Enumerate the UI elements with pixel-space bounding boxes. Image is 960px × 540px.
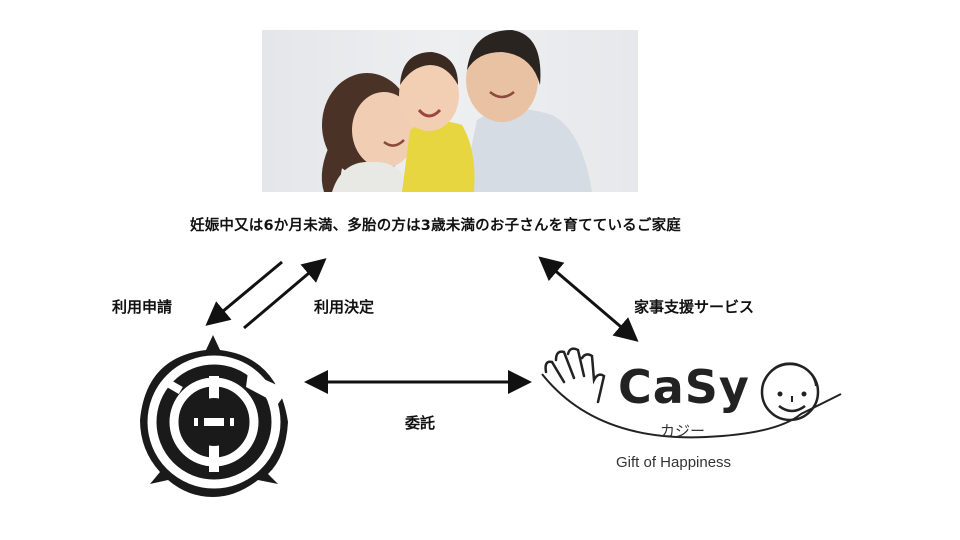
decide-arrow bbox=[243, 258, 327, 330]
family-photo bbox=[262, 30, 638, 192]
casy-kana: カジー bbox=[660, 422, 706, 440]
target-household-caption: 妊娠中又は6か月未満、多胎の方は3歳未満のお子さんを育てているご家庭 bbox=[190, 218, 681, 234]
consign-label: 委託 bbox=[405, 414, 436, 432]
city-emblem-icon bbox=[140, 335, 288, 497]
casy-tagline: Gift of Happiness bbox=[616, 454, 732, 471]
apply-label: 利用申請 bbox=[112, 298, 173, 316]
apply-arrow bbox=[205, 260, 283, 326]
casy-logo: CaSy カジー Gift of Happiness bbox=[536, 342, 856, 482]
service-arrow bbox=[538, 256, 639, 342]
family-photo-illustration bbox=[321, 30, 592, 192]
decide-label: 利用決定 bbox=[314, 298, 375, 316]
casy-logo-drawing bbox=[541, 347, 842, 439]
casy-title: CaSy bbox=[618, 360, 750, 414]
service-label: 家事支援サービス bbox=[634, 298, 755, 316]
